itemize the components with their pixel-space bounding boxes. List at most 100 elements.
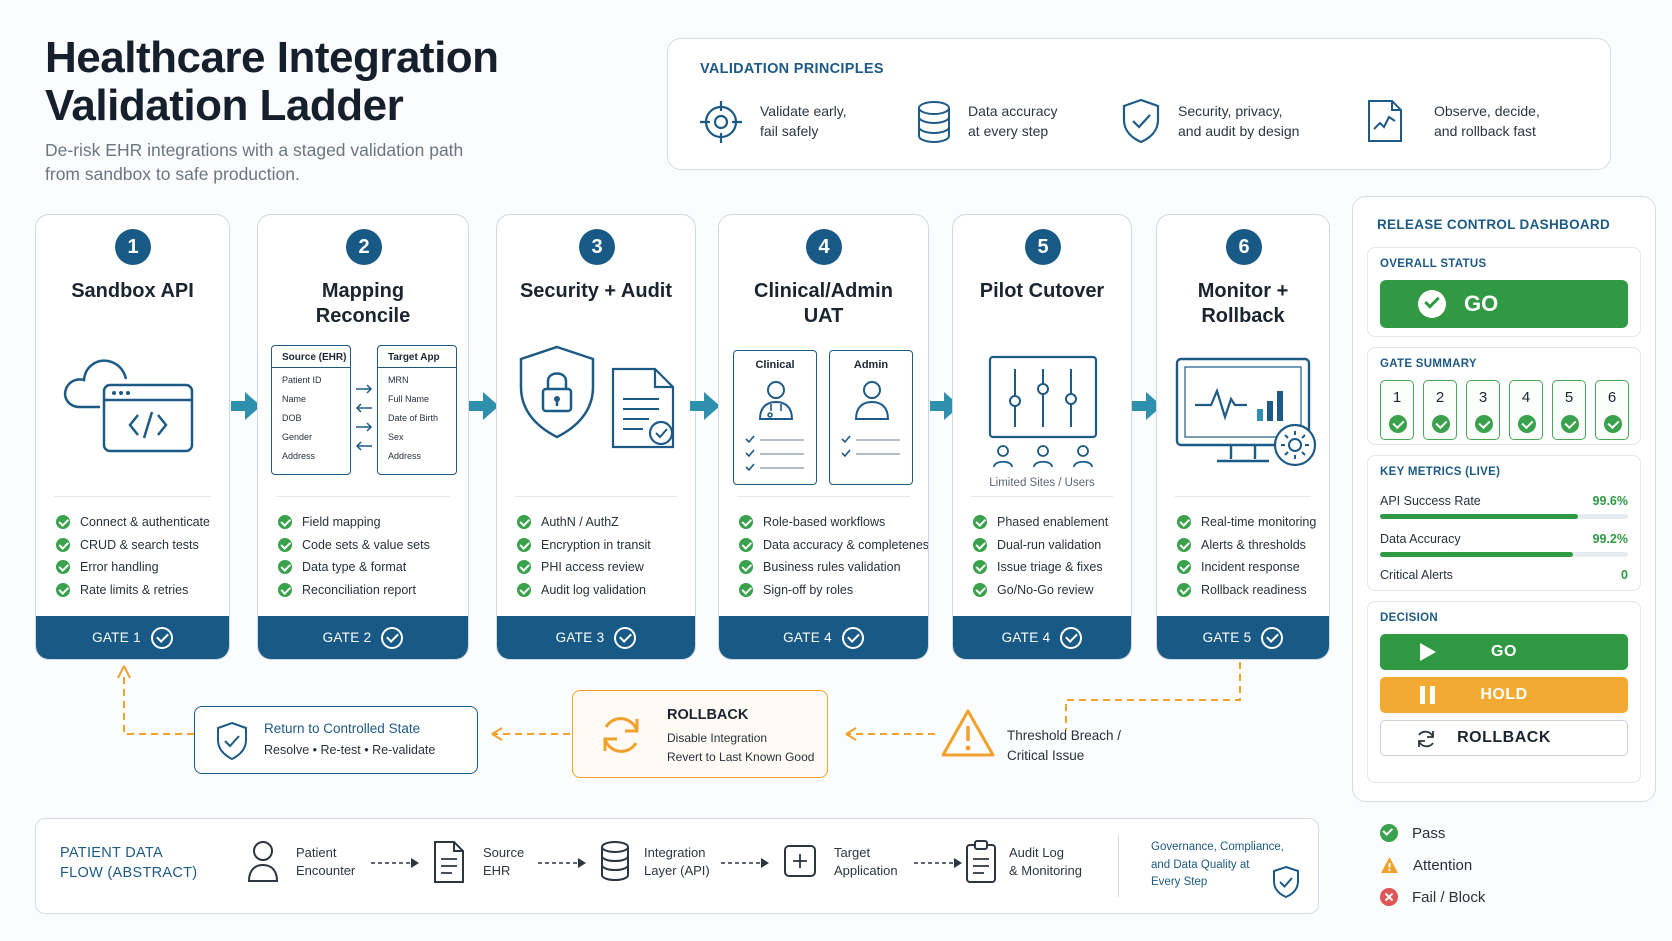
shield-check-icon (217, 721, 247, 761)
return-controlled-state-box: Return to Controlled State Resolve • Re-… (194, 706, 478, 774)
stage-number: 6 (1226, 229, 1262, 265)
stage-checklist: Real-time monitoring Alerts & thresholds… (1177, 511, 1321, 601)
metric-label: API Success Rate (1380, 494, 1481, 508)
overall-status-panel: OVERALL STATUS GO (1367, 247, 1641, 337)
check-item: Sign-off by roles (739, 579, 920, 602)
principle-3: Security, privacy,and audit by design (1178, 103, 1300, 139)
metric-label: Critical Alerts (1380, 568, 1453, 582)
admin-role-card: Admin (829, 350, 913, 485)
fail-x-icon (1380, 888, 1398, 906)
decision-panel: DECISION GO HOLD ROLLBACK (1367, 601, 1641, 783)
patient-icon (247, 841, 279, 882)
stage-checklist: AuthN / AuthZ Encryption in transit PHI … (517, 511, 687, 601)
gate-summary-2[interactable]: 2 (1423, 380, 1457, 440)
refresh-icon (603, 717, 639, 753)
gate-3-bar[interactable]: GATE 3 (497, 616, 695, 659)
rollback-title: ROLLBACK (667, 707, 749, 723)
play-icon (1420, 643, 1436, 661)
stage-checklist: Phased enablement Dual-run validation Is… (973, 511, 1123, 601)
check-item: Incident response (1177, 556, 1321, 579)
stage-1-card: 1 Sandbox API Connect & authenticate CRU… (35, 214, 230, 660)
legend-pass: Pass (1380, 824, 1445, 842)
stage-checklist: Role-based workflows Data accuracy & com… (739, 511, 928, 602)
check-item: Rate limits & retries (56, 579, 221, 602)
gate-summary-1[interactable]: 1 (1380, 380, 1414, 440)
metric-value: 0 (1621, 568, 1628, 582)
principles-heading: VALIDATION PRINCIPLES (700, 61, 884, 77)
cloud-code-icon (63, 359, 194, 453)
users-group-icon (993, 445, 1093, 468)
gate-2-bar[interactable]: GATE 2 (258, 616, 468, 659)
return-subtitle: Resolve • Re-test • Re-validate (264, 743, 436, 757)
gate-5-stage-bar[interactable]: GATE 4 (953, 616, 1131, 659)
warning-icon (941, 709, 995, 757)
pause-icon (1420, 686, 1425, 704)
check-circle-icon (841, 626, 864, 649)
decision-heading: DECISION (1380, 612, 1438, 624)
metric-bar (1380, 552, 1628, 557)
key-metrics-panel: KEY METRICS (LIVE) API Success Rate 99.6… (1367, 455, 1641, 591)
rollback-box: ROLLBACK Disable Integration Revert to L… (572, 690, 828, 778)
stage-name: Clinical/Admin UAT (754, 280, 893, 327)
check-item: Data accuracy & completeness (739, 534, 928, 557)
page-subtitle: De-risk EHR integrations with a staged v… (45, 140, 464, 184)
check-circle-icon (150, 626, 173, 649)
check-item: Connect & authenticate (56, 511, 221, 534)
check-circle-icon (381, 626, 404, 649)
stage-5-card: 5 Pilot Cutover Limited Sites / Users Ph… (952, 214, 1132, 660)
refresh-icon (1418, 730, 1434, 748)
hold-button[interactable]: HOLD (1380, 677, 1628, 713)
shield-check-icon (1273, 865, 1299, 899)
go-button[interactable]: GO (1380, 634, 1628, 670)
clipboard-icon (966, 840, 996, 883)
metric-label: Data Accuracy (1380, 532, 1461, 546)
gate-summary-3[interactable]: 3 (1466, 380, 1500, 440)
dashed-arrow-icon (538, 858, 586, 868)
gate-summary-6[interactable]: 6 (1595, 380, 1629, 440)
sliders-icon (988, 355, 1098, 439)
shield-check-icon (1122, 98, 1160, 144)
legend-attention: Attention (1380, 856, 1472, 874)
metric-bar (1380, 514, 1628, 519)
stage-name: Mapping Reconcile (315, 280, 411, 327)
gate-summary-panel: GATE SUMMARY 1 2 3 4 5 6 (1367, 347, 1641, 445)
governance-note: Governance, Compliance,and Data Quality … (1151, 841, 1284, 888)
clinical-role-card: Clinical (733, 350, 817, 485)
stage-number: 3 (579, 229, 615, 265)
flow-divider (1118, 835, 1119, 897)
threshold-breach-label: Threshold Breach /Critical Issue (1007, 728, 1122, 763)
arrow-right-icon (690, 392, 720, 420)
target-icon (700, 101, 742, 143)
stage-number: 2 (346, 229, 382, 265)
principles-card: VALIDATION PRINCIPLES Validate early,fai… (667, 38, 1611, 170)
stage-checklist: Field mapping Code sets & value sets Dat… (278, 511, 460, 601)
rollback-button[interactable]: ROLLBACK (1380, 720, 1628, 756)
check-item: Reconciliation report (278, 579, 460, 602)
overall-status-go: GO (1380, 280, 1628, 328)
stage-name: Monitor + Rollback (1197, 280, 1289, 327)
gate-6-stage-bar[interactable]: GATE 5 (1157, 616, 1329, 659)
arrow-right-icon (469, 392, 499, 420)
stage-number: 1 (115, 229, 151, 265)
check-item: Real-time monitoring (1177, 511, 1321, 534)
metric-value: 99.2% (1592, 532, 1628, 546)
clinician-icon (758, 381, 794, 420)
mapping-arrows-icon (355, 384, 373, 451)
check-item: AuthN / AuthZ (517, 511, 687, 534)
gate-summary-4[interactable]: 4 (1509, 380, 1543, 440)
gate-4-bar[interactable]: GATE 4 (719, 616, 928, 659)
metric-bar-fill (1380, 552, 1574, 557)
gate-summary-5[interactable]: 5 (1552, 380, 1586, 440)
rollback-line-2: Revert to Last Known Good (667, 750, 815, 764)
gate-1-bar[interactable]: GATE 1 (36, 616, 229, 659)
check-item: Rollback readiness (1177, 579, 1321, 602)
check-item: Encryption in transit (517, 534, 687, 557)
check-item: Go/No-Go review (973, 579, 1123, 602)
shield-lock-icon (519, 345, 595, 439)
